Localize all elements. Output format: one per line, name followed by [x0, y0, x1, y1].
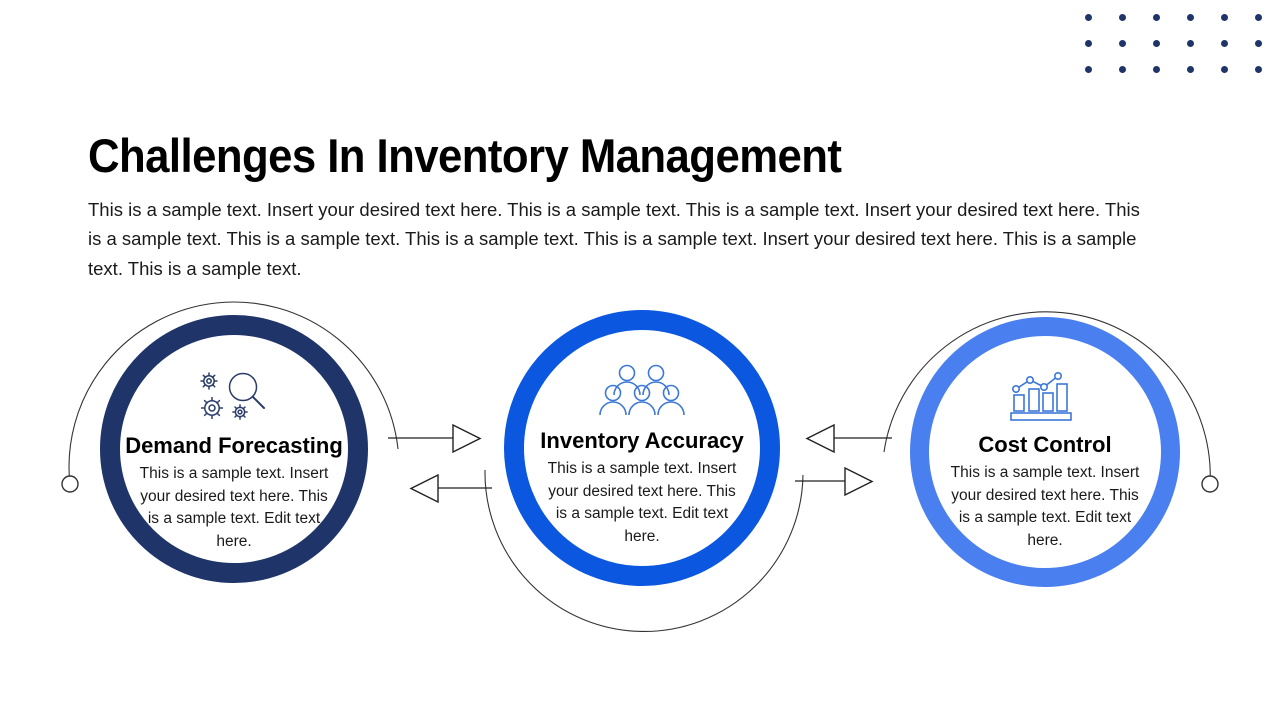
gears-magnifier-icon — [192, 367, 276, 423]
grid-dot — [1119, 66, 1126, 73]
intro-paragraph: This is a sample text. Insert your desir… — [88, 198, 1140, 279]
right-endpoint-circle — [1201, 475, 1219, 493]
arrowhead-left-1 — [409, 473, 439, 504]
left-endpoint-circle — [61, 475, 79, 493]
outer-arc-node-1 — [68, 301, 399, 486]
outer-arc-node-3 — [883, 311, 1211, 486]
node-title: Demand Forecasting — [125, 433, 343, 458]
three-circle-process-diagram: Demand Forecasting This is a sample text… — [0, 295, 1280, 665]
grid-dot — [1255, 14, 1262, 21]
node-title: Inventory Accuracy — [540, 428, 744, 453]
grid-dot — [1119, 14, 1126, 21]
diagram-connectors — [61, 301, 1219, 633]
process-node-demand-forecasting[interactable]: Demand Forecasting This is a sample text… — [100, 315, 368, 583]
grid-dot — [1221, 14, 1228, 21]
grid-dot — [1153, 14, 1160, 21]
grid-dot — [1221, 40, 1228, 47]
grid-dot — [1119, 40, 1126, 47]
people-group-icon — [599, 362, 685, 418]
outer-arc-node-2 — [484, 469, 804, 633]
page-title: Challenges In Inventory Management — [88, 129, 842, 183]
node-body: This is a sample text. Insert your desir… — [547, 460, 737, 545]
grid-dot — [1221, 66, 1228, 73]
arrowhead-right-1 — [452, 423, 482, 454]
grid-dot — [1255, 40, 1262, 47]
grid-dot — [1085, 40, 1092, 47]
grid-dot — [1187, 40, 1194, 47]
process-node-inventory-accuracy[interactable]: Inventory Accuracy This is a sample text… — [504, 310, 780, 586]
grid-dot — [1187, 14, 1194, 21]
grid-dot — [1153, 40, 1160, 47]
grid-dot — [1153, 66, 1160, 73]
node-body: This is a sample text. Insert your desir… — [950, 464, 1140, 549]
arrowhead-left-2 — [805, 423, 835, 454]
bar-chart-line-icon — [1008, 366, 1082, 422]
node-body: This is a sample text. Insert your desir… — [139, 465, 329, 550]
grid-dot — [1085, 14, 1092, 21]
grid-dot — [1187, 66, 1194, 73]
decorative-dot-grid — [1085, 14, 1280, 92]
node-title: Cost Control — [978, 432, 1112, 457]
grid-dot — [1255, 66, 1262, 73]
arrowhead-right-2 — [844, 466, 874, 497]
process-node-cost-control[interactable]: Cost Control This is a sample text. Inse… — [910, 317, 1180, 587]
grid-dot — [1085, 66, 1092, 73]
